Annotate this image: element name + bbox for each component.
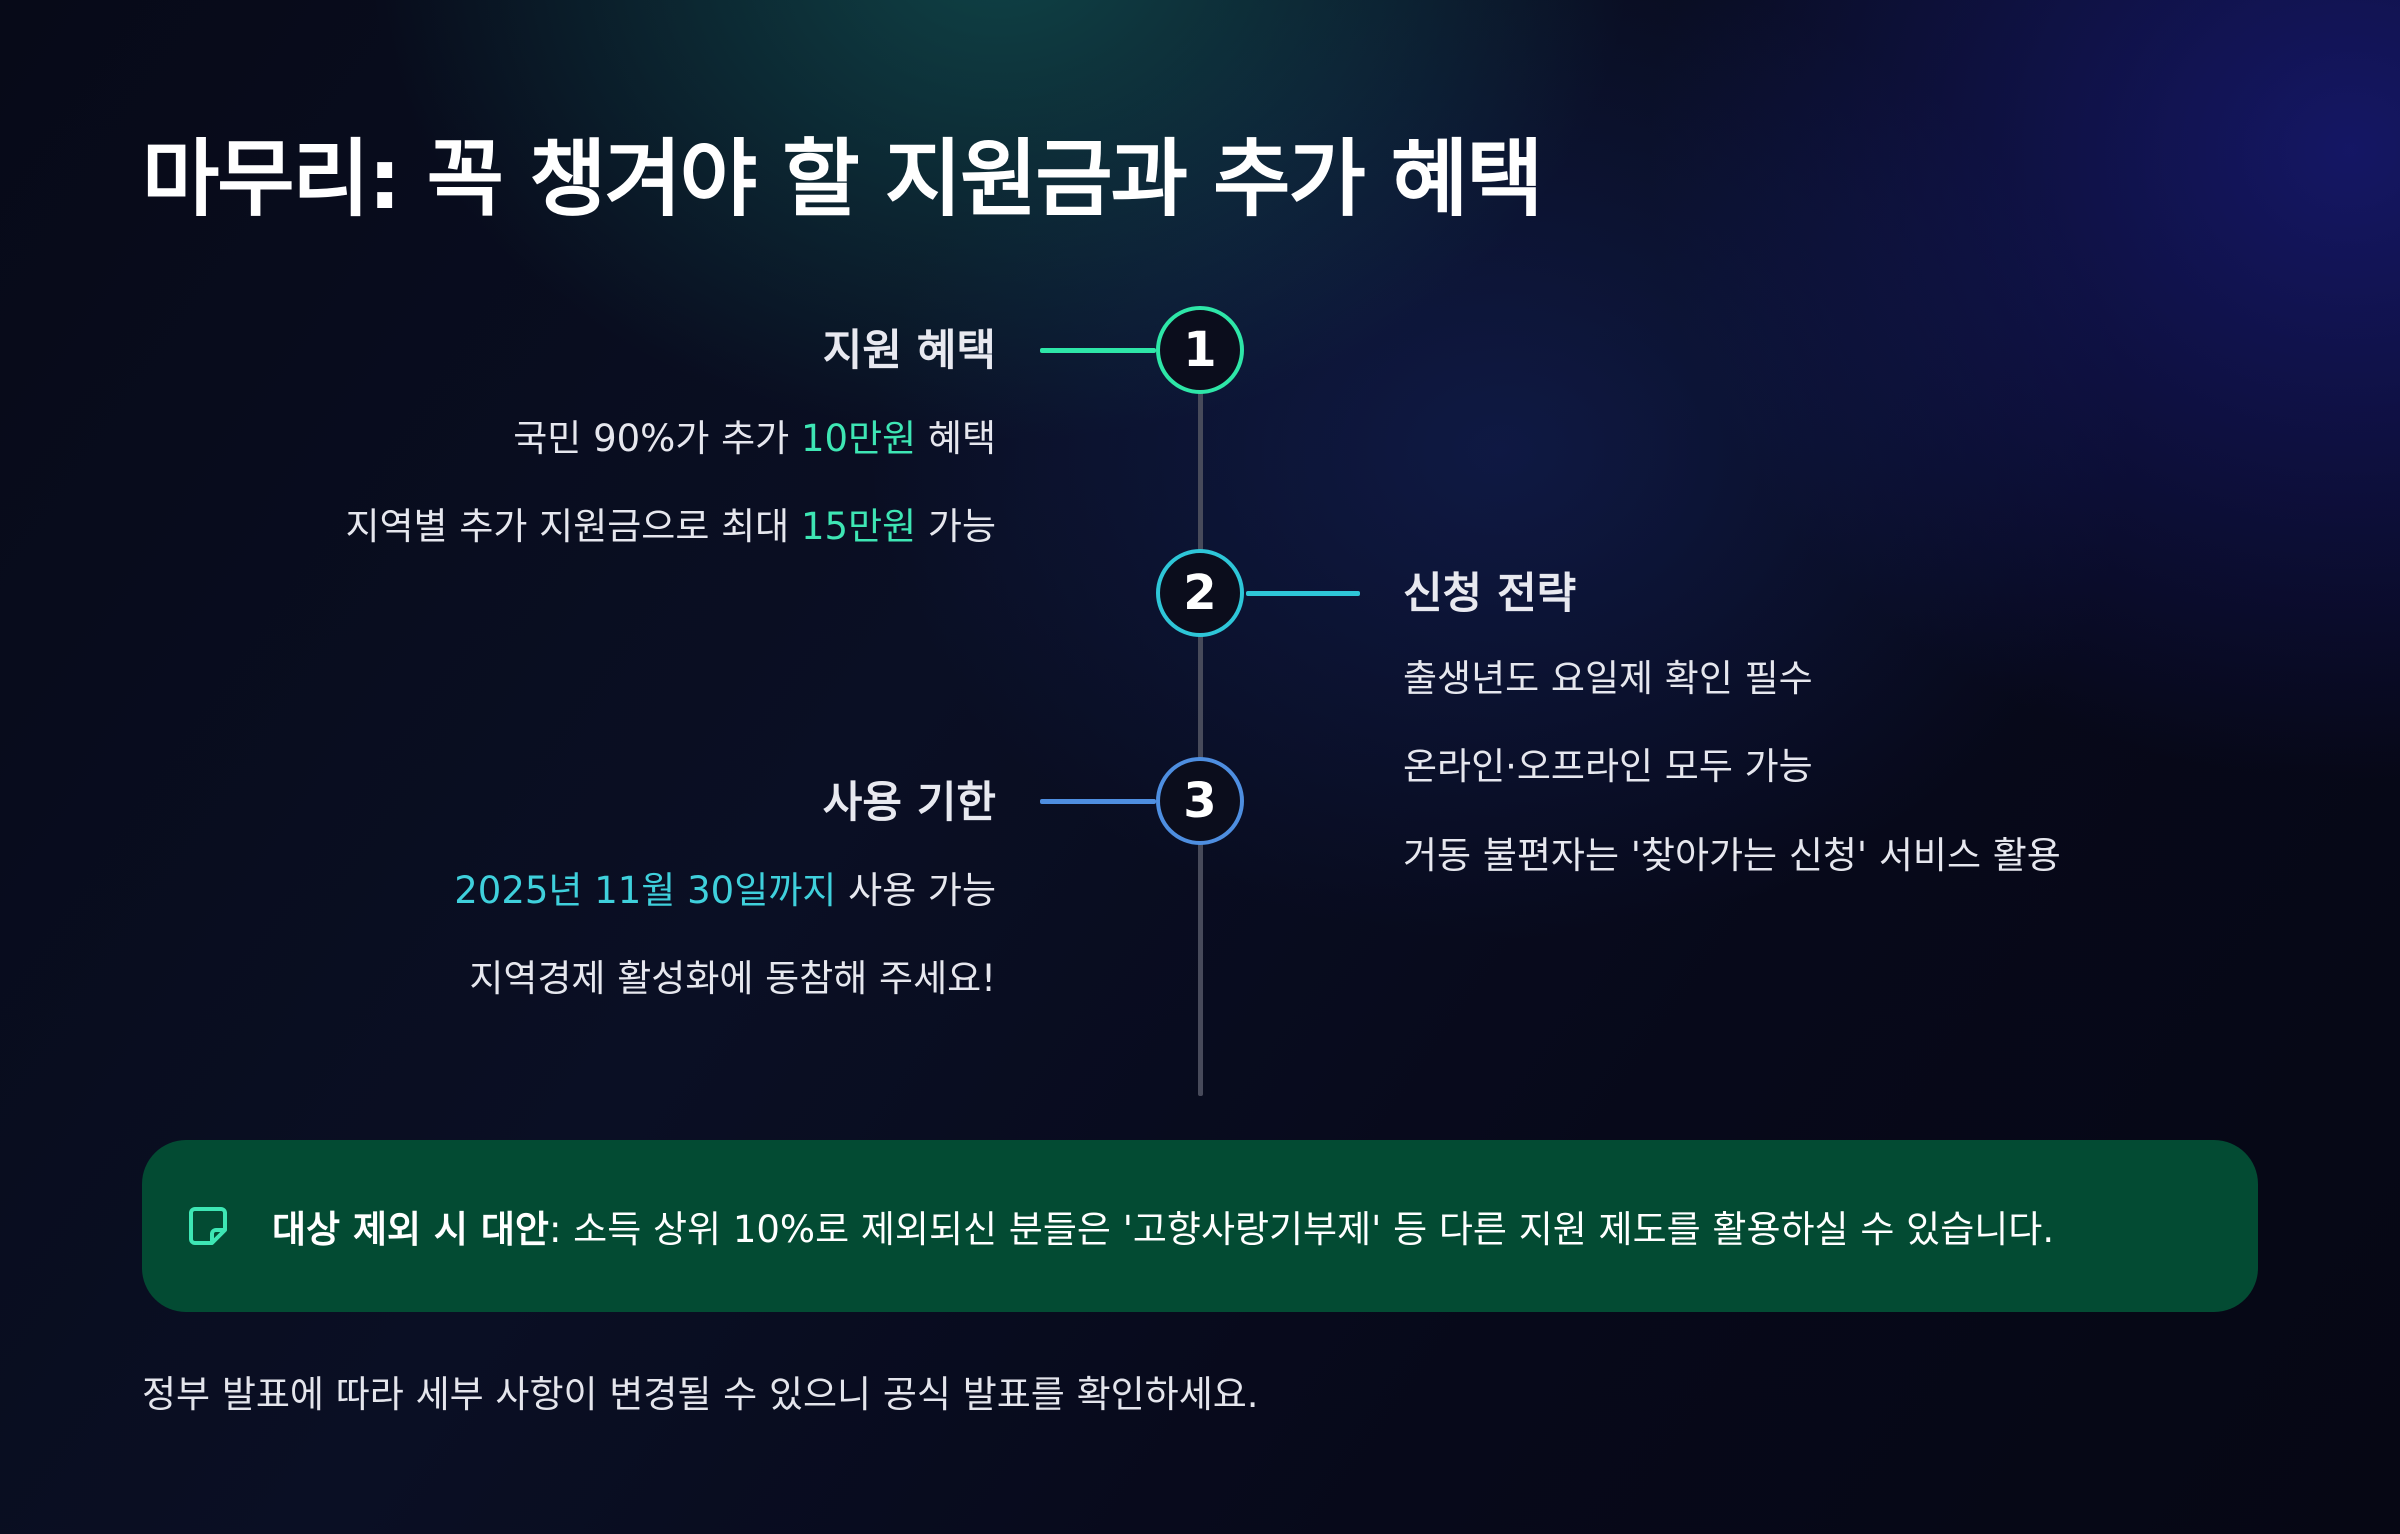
- step-2-badge: 2: [1156, 549, 1244, 637]
- step-3-heading: 사용 기한: [822, 778, 996, 828]
- sticky-note-icon: [189, 1207, 227, 1245]
- step-3-line-1: 2025년 11월 30일까지 사용 가능: [454, 869, 996, 912]
- highlight-amount: 10만원: [800, 417, 917, 460]
- step-1-line-2: 지역별 추가 지원금으로 최대 15만원 가능: [345, 505, 996, 548]
- callout-text: 대상 제외 시 대안: 소득 상위 10%로 제외되신 분들은 '고향사랑기부제…: [272, 1208, 2055, 1251]
- timeline-line: [1198, 350, 1203, 1096]
- highlight-amount: 15만원: [800, 505, 917, 548]
- step-3-connector: [1040, 799, 1156, 804]
- callout-label: 대상 제외 시 대안: [272, 1208, 549, 1251]
- slide-title: 마무리: 꼭 챙겨야 할 지원금과 추가 혜택: [142, 130, 1544, 228]
- step-2-heading: 신청 전략: [1403, 569, 1577, 619]
- step-2-line-3: 거동 불편자는 '찾아가는 신청' 서비스 활용: [1403, 834, 2061, 877]
- step-1-connector: [1040, 348, 1156, 353]
- step-1-badge: 1: [1156, 306, 1244, 394]
- step-3-badge: 3: [1156, 757, 1244, 845]
- exclusion-callout: 대상 제외 시 대안: 소득 상위 10%로 제외되신 분들은 '고향사랑기부제…: [142, 1140, 2258, 1312]
- highlight-date: 2025년 11월 30일까지: [454, 869, 837, 912]
- step-1-line-1: 국민 90%가 추가 10만원 혜택: [513, 417, 996, 460]
- step-2-line-1: 출생년도 요일제 확인 필수: [1403, 657, 1813, 700]
- step-1-heading: 지원 혜택: [822, 326, 996, 376]
- step-3-line-2: 지역경제 활성화에 동참해 주세요!: [469, 957, 996, 1000]
- step-2-connector: [1246, 591, 1360, 596]
- step-2-line-2: 온라인·오프라인 모두 가능: [1403, 745, 1813, 788]
- footnote: 정부 발표에 따라 세부 사항이 변경될 수 있으니 공식 발표를 확인하세요.: [142, 1373, 1259, 1416]
